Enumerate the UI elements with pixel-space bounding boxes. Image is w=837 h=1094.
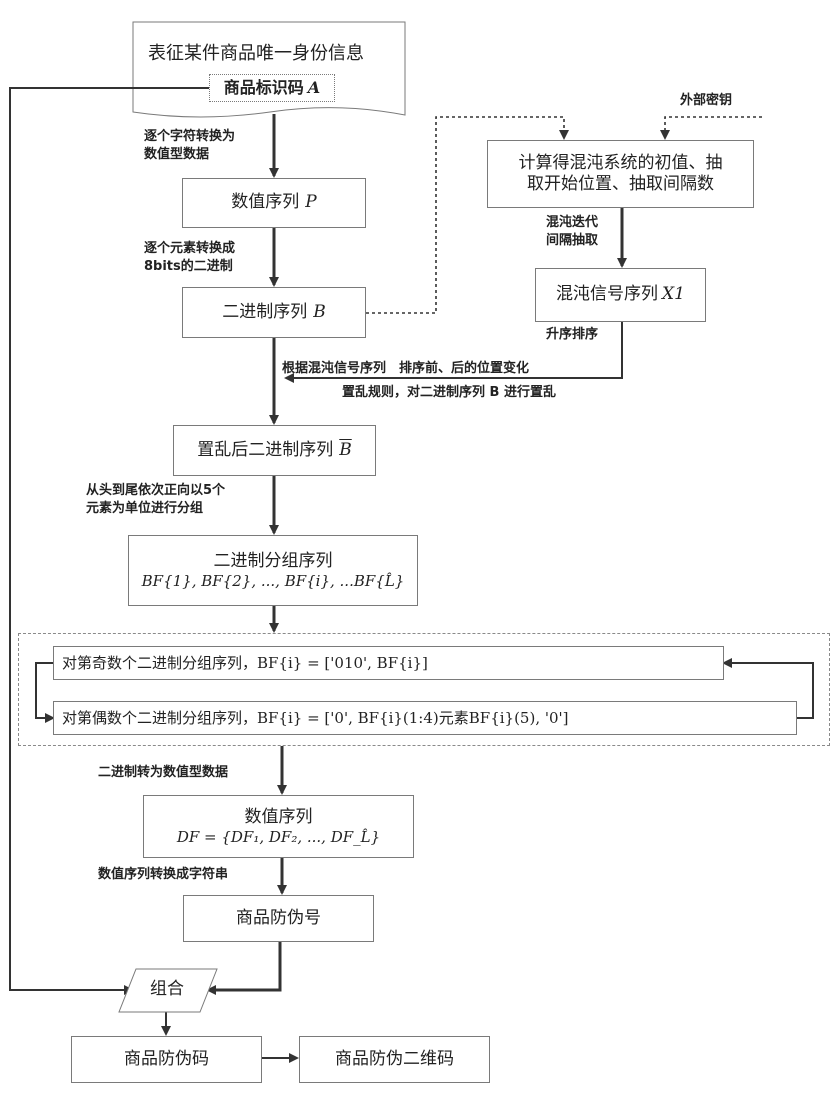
label-chaos-iter-l2: 间隔抽取 <box>546 232 598 250</box>
label-external-key: 外部密钥 <box>680 92 732 110</box>
label-to-8bits: 逐个元素转换成 8bits的二进制 <box>144 240 235 275</box>
box-seq-p: 数值序列 P <box>182 178 366 228</box>
label-to-8bits-l1: 逐个元素转换成 <box>144 240 235 258</box>
box-chaos-calc: 计算得混沌系统的初值、抽 取开始位置、抽取间隔数 <box>487 140 754 208</box>
arrow-antifake-to-combine <box>208 942 280 990</box>
combine-label: 组合 <box>150 979 184 1000</box>
label-char-to-numeric-l1: 逐个字符转换为 <box>144 128 235 146</box>
label-chaos-iter-l1: 混沌迭代 <box>546 214 598 232</box>
label-scramble-l1: 根据混沌信号序列 排序前、后的位置变化 <box>282 360 529 378</box>
box-chaos-signal: 混沌信号序列 X1 <box>535 268 706 322</box>
df-title: 数值序列 <box>245 807 313 828</box>
chaos-calc-l2: 取开始位置、抽取间隔数 <box>527 174 714 195</box>
document-shape <box>133 22 405 117</box>
label-char-to-numeric-l2: 数值型数据 <box>144 146 235 164</box>
odd-row-text: 对第奇数个二进制分组序列，BF{i} = ['010', BF{i}] <box>62 654 428 673</box>
chaos-calc-l1: 计算得混沌系统的初值、抽 <box>519 153 723 174</box>
seq-p-var: P <box>305 192 316 213</box>
label-grouping-l1: 从头到尾依次正向以5个 <box>86 482 225 500</box>
label-scramble-l2: 置乱规则，对二进制序列 B 进行置乱 <box>342 384 556 402</box>
box-odd-row: 对第奇数个二进制分组序列，BF{i} = ['010', BF{i}] <box>53 646 724 680</box>
qr-code-label: 商品防伪二维码 <box>335 1049 454 1070</box>
label-chaos-iter: 混沌迭代 间隔抽取 <box>546 214 598 249</box>
box-group-seq: 二进制分组序列 BF{1}, BF{2}, ..., BF{i}, ...BF{… <box>128 535 418 606</box>
box-anti-fake-no: 商品防伪号 <box>183 895 374 942</box>
binary-b-label: 二进制序列 <box>222 302 307 323</box>
anti-fake-no-label: 商品防伪号 <box>236 908 321 929</box>
doc-code-var: A <box>308 78 320 98</box>
anti-fake-code-label: 商品防伪码 <box>124 1049 209 1070</box>
binary-b-var: B <box>313 302 326 323</box>
label-char-to-numeric: 逐个字符转换为 数值型数据 <box>144 128 235 163</box>
scrambled-label: 置乱后二进制序列 <box>197 440 333 461</box>
box-df: 数值序列 DF = {DF₁, DF₂, ..., DF_L̂} <box>143 795 414 858</box>
scrambled-var: B <box>339 440 352 461</box>
even-row-text: 对第偶数个二进制分组序列，BF{i} = ['0', BF{i}(1:4)元素B… <box>62 709 569 728</box>
seq-p-label: 数值序列 <box>231 192 299 213</box>
box-scrambled: 置乱后二进制序列 B <box>173 425 376 476</box>
combine-label-box: 组合 <box>135 975 199 1005</box>
doc-code-box: 商品标识码 A <box>209 74 335 102</box>
label-to-numeric: 二进制转为数值型数据 <box>98 764 228 782</box>
box-qr-code: 商品防伪二维码 <box>299 1036 490 1083</box>
doc-code-label: 商品标识码 <box>224 78 304 98</box>
label-to-8bits-l2: 8bits的二进制 <box>144 258 235 276</box>
group-formula: BF{1}, BF{2}, ..., BF{i}, ...BF{L̂} <box>142 572 405 591</box>
dotted-key-to-chaos <box>665 117 762 138</box>
chaos-signal-var: X1 <box>662 284 685 305</box>
group-title: 二进制分组序列 <box>214 551 333 572</box>
chaos-signal-label: 混沌信号序列 <box>556 284 658 305</box>
box-anti-fake-code: 商品防伪码 <box>71 1036 262 1083</box>
df-formula: DF = {DF₁, DF₂, ..., DF_L̂} <box>177 828 380 847</box>
label-ascending: 升序排序 <box>546 326 598 344</box>
doc-title: 表征某件商品唯一身份信息 <box>148 42 364 66</box>
label-grouping: 从头到尾依次正向以5个 元素为单位进行分组 <box>86 482 225 517</box>
label-grouping-l2: 元素为单位进行分组 <box>86 500 225 518</box>
box-even-row: 对第偶数个二进制分组序列，BF{i} = ['0', BF{i}(1:4)元素B… <box>53 701 797 735</box>
label-to-string: 数值序列转换成字符串 <box>98 866 228 884</box>
box-binary-b: 二进制序列 B <box>182 287 366 338</box>
